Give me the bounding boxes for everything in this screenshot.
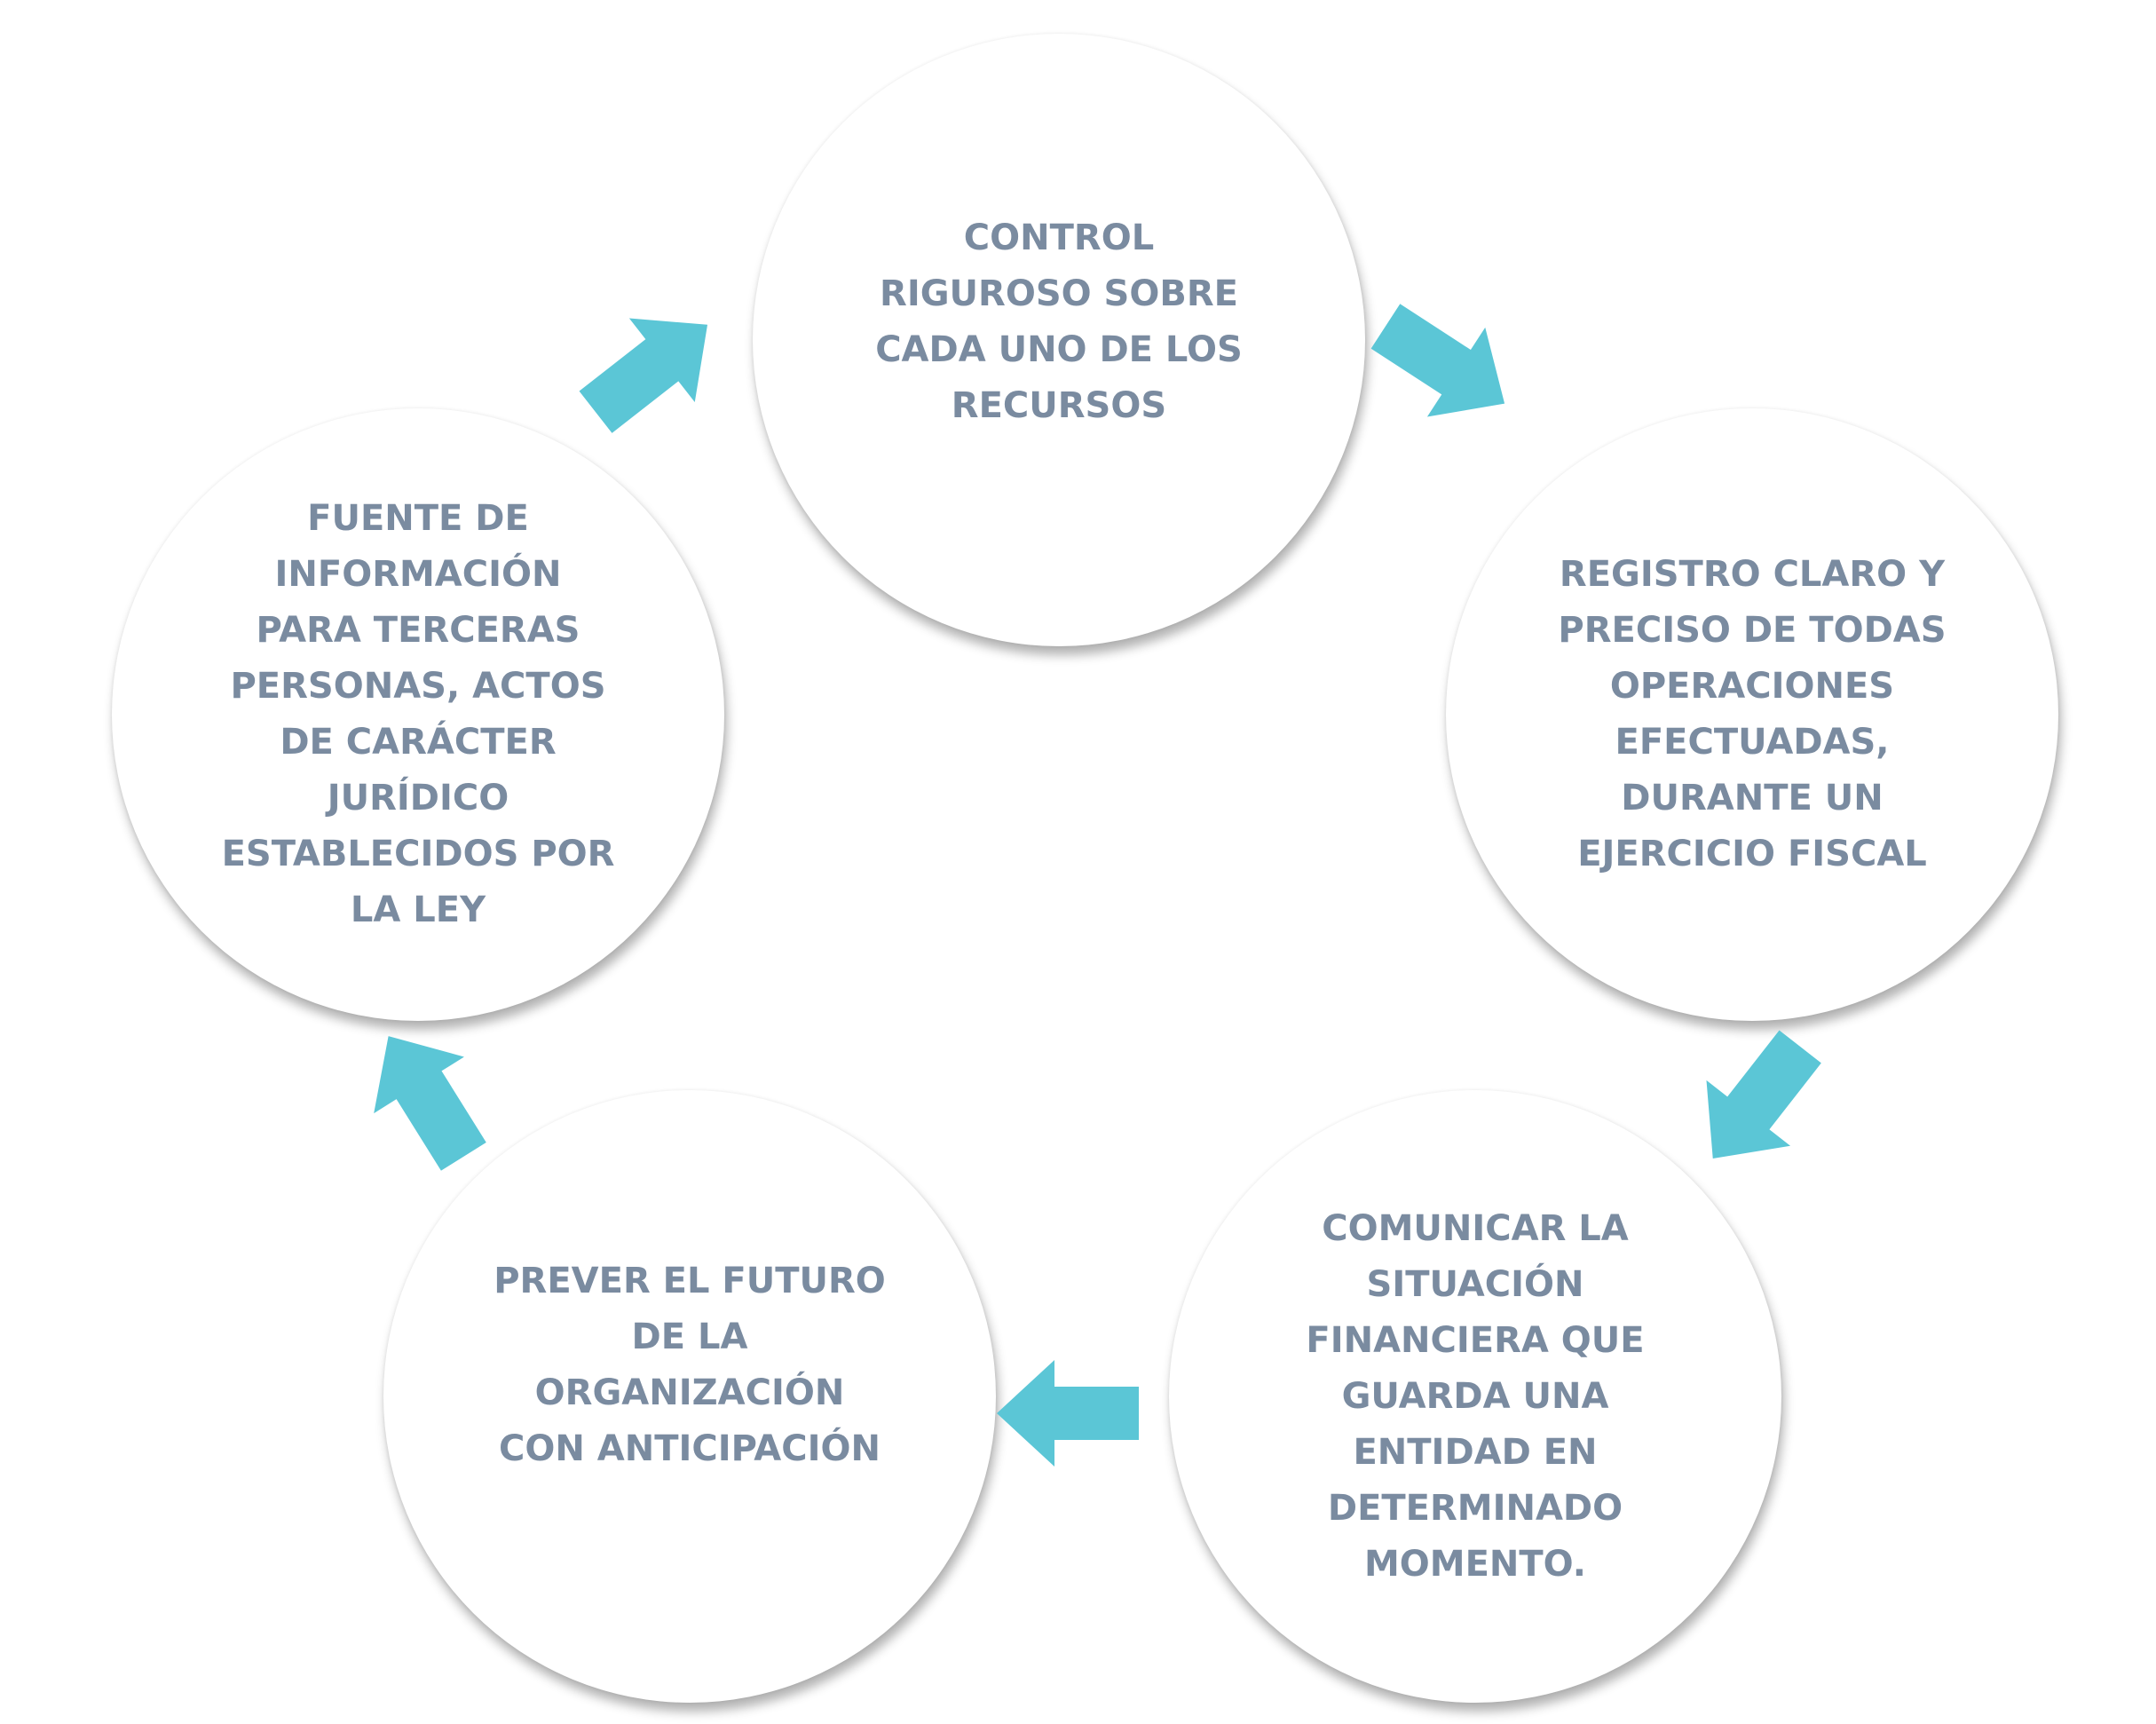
node-label: REGISTRO CLARO Y PRECISO DE TODAS OPERAC… bbox=[1558, 554, 1947, 874]
arrow-icon bbox=[344, 1008, 509, 1184]
node-label: COMUNICAR LA SITUACIÓN FINANCIERA QUE GU… bbox=[1306, 1207, 1645, 1585]
arrow-right-icon bbox=[1706, 1030, 1821, 1159]
cycle-node-registro-claro: REGISTRO CLARO Y PRECISO DE TODAS OPERAC… bbox=[1446, 408, 2058, 1021]
arrow-icon bbox=[997, 1360, 1139, 1467]
cycle-node-prever-futuro: PREVER EL FUTURO DE LA ORGANIZACIÓN CON … bbox=[383, 1090, 996, 1703]
node-label: PREVER EL FUTURO DE LA ORGANIZACIÓN CON … bbox=[494, 1261, 886, 1469]
cycle-node-control-riguroso: CONTROL RIGUROSO SOBRE CADA UNO DE LOS R… bbox=[753, 34, 1365, 646]
arrow-right-icon bbox=[1370, 304, 1505, 417]
arrow-icon bbox=[1356, 281, 1534, 448]
arrow-icon bbox=[563, 282, 740, 454]
arrow-right-icon bbox=[579, 318, 708, 433]
node-label: CONTROL RIGUROSO SOBRE CADA UNO DE LOS R… bbox=[875, 217, 1243, 426]
node-label: FUENTE DE INFORMACIÓN PARA TERCERAS PERS… bbox=[221, 498, 615, 930]
arrow-icon bbox=[1670, 1014, 1842, 1191]
arrow-right-icon bbox=[997, 1360, 1139, 1467]
cycle-node-comunicar-situacion: COMUNICAR LA SITUACIÓN FINANCIERA QUE GU… bbox=[1169, 1090, 1781, 1703]
arrow-right-icon bbox=[374, 1036, 486, 1171]
cycle-node-fuente-informacion: FUENTE DE INFORMACIÓN PARA TERCERAS PERS… bbox=[112, 408, 724, 1021]
